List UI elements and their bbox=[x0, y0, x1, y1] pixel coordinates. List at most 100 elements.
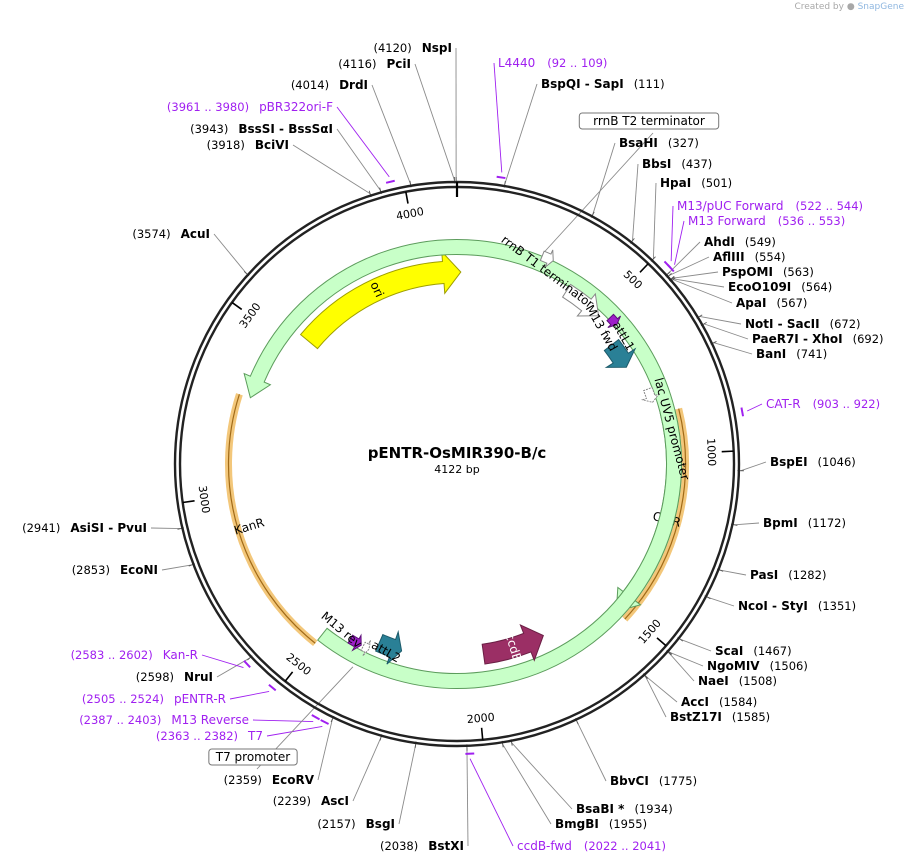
enzyme-name: AcuI bbox=[181, 227, 210, 241]
label-leader bbox=[734, 522, 760, 526]
label-leader bbox=[336, 106, 390, 178]
label-leader bbox=[576, 721, 607, 782]
enzyme-site-afliii[interactable]: AflIII(554) bbox=[713, 250, 786, 264]
primer-range: (2387 .. 2403) bbox=[79, 713, 161, 727]
primer-m13-reverse[interactable]: (2387 .. 2403)M13 Reverse bbox=[79, 713, 249, 727]
enzyme-site-bbvci[interactable]: BbvCI(1775) bbox=[610, 774, 697, 788]
tick-label: 1000 bbox=[704, 438, 718, 467]
enzyme-site-acci[interactable]: AccI(1584) bbox=[681, 695, 757, 709]
label-leader bbox=[680, 638, 712, 652]
enzyme-site-bbsi[interactable]: BbsI(437) bbox=[642, 157, 712, 171]
primer-m13-forward[interactable]: M13 Forward(536 .. 553) bbox=[688, 214, 845, 228]
feature-attl1[interactable] bbox=[603, 338, 637, 368]
enzyme-site-bpmi[interactable]: BpmI(1172) bbox=[763, 516, 846, 530]
enzyme-site-pasi[interactable]: PasI(1282) bbox=[750, 568, 826, 582]
primer-l4440[interactable]: L4440(92 .. 109) bbox=[498, 56, 607, 70]
primer-bind-mark bbox=[243, 660, 251, 668]
feature-rrnb-t1-terminator[interactable] bbox=[561, 283, 600, 317]
enzyme-site-noti-sacii[interactable]: NotI - SacII (672) bbox=[745, 317, 861, 331]
primer-name: Kan-R bbox=[163, 648, 198, 662]
primer-kan-r[interactable]: (2583 .. 2602)Kan-R bbox=[71, 648, 198, 662]
enzyme-site-scai[interactable]: ScaI(1467) bbox=[715, 644, 792, 658]
primer-name: CAT-R bbox=[766, 397, 801, 411]
feature-attl2[interactable] bbox=[375, 629, 403, 665]
enzyme-site-paer7i-xhoi[interactable]: PaeR7I - XhoI(692) bbox=[752, 332, 884, 346]
enzyme-site-asci[interactable]: (2239)AscI bbox=[273, 794, 349, 808]
primer-cat-r[interactable]: CAT-R(903 .. 922) bbox=[766, 397, 880, 411]
primer-pentr-r[interactable]: (2505 .. 2524)pENTR-R bbox=[82, 692, 226, 706]
enzyme-site-ngomiv[interactable]: NgoMIV(1506) bbox=[707, 659, 808, 673]
enzyme-site-asisi-pvui[interactable]: (2941)AsiSI - PvuI bbox=[22, 521, 147, 535]
enzyme-site-econi[interactable]: (2853)EcoNI bbox=[72, 563, 158, 577]
enzyme-site-bsssi-bsss-i[interactable]: (3943)BssSI - BssSαI bbox=[190, 122, 333, 136]
tick-label: 4000 bbox=[395, 205, 425, 223]
enzyme-site-bspei[interactable]: BspEI(1046) bbox=[770, 455, 856, 469]
feature-highlight-core bbox=[624, 408, 687, 620]
label-leader bbox=[504, 83, 538, 185]
primer-range: (2505 .. 2524) bbox=[82, 692, 164, 706]
feature-rrnb-t2-terminator[interactable] bbox=[539, 249, 554, 268]
feature-m13-rev[interactable] bbox=[347, 633, 362, 652]
enzyme-position: (2359) bbox=[224, 773, 262, 787]
feature-ori[interactable] bbox=[299, 250, 462, 350]
enzyme-position: (2598) bbox=[136, 670, 174, 684]
label-leader bbox=[543, 132, 654, 254]
enzyme-site-ahdi[interactable]: AhdI(549) bbox=[704, 235, 776, 249]
map-center: pENTR-OsMIR390-B/c 4122 bp bbox=[368, 444, 547, 476]
enzyme-position: (1351) bbox=[818, 599, 856, 613]
enzyme-name: NcoI - StyI bbox=[738, 599, 808, 613]
label-leader bbox=[699, 315, 742, 325]
enzyme-site-pcii[interactable]: (4116)PciI bbox=[338, 57, 411, 71]
tick-mark bbox=[284, 671, 294, 682]
tick-mark bbox=[404, 191, 409, 204]
feature-m13-fwd[interactable] bbox=[606, 313, 621, 328]
feature-ccdb[interactable] bbox=[481, 624, 544, 665]
enzyme-site-ecoo109i[interactable]: EcoO109I(564) bbox=[728, 280, 832, 294]
enzyme-site-naei[interactable]: NaeI(1508) bbox=[698, 674, 777, 688]
label-leader bbox=[466, 747, 469, 847]
label-leader bbox=[252, 719, 314, 723]
enzyme-site-ncoi-styi[interactable]: NcoI - StyI (1351) bbox=[738, 599, 856, 613]
enzyme-site-nrui[interactable]: (2598)NruI bbox=[136, 670, 213, 684]
boxed-label-t7-promoter[interactable]: T7 promoter bbox=[215, 750, 291, 764]
enzyme-site-bsabi[interactable]: BsaBI *(1934) bbox=[576, 802, 673, 816]
enzyme-site-ecorv[interactable]: (2359)EcoRV bbox=[224, 773, 315, 787]
enzyme-site-hpai[interactable]: HpaI(501) bbox=[660, 176, 732, 190]
boxed-label-rrnb-t2-terminator[interactable]: rrnB T2 terminator bbox=[593, 114, 705, 128]
feature-highlight bbox=[225, 393, 318, 646]
enzyme-site-acui[interactable]: (3574)AcuI bbox=[132, 227, 210, 241]
primer-t7[interactable]: (2363 .. 2382)T7 bbox=[156, 729, 263, 743]
enzyme-position: (1508) bbox=[739, 674, 777, 688]
enzyme-site-bspqi-sapi[interactable]: BspQI - SapI(111) bbox=[541, 77, 665, 91]
enzyme-site-pspomi[interactable]: PspOMI(563) bbox=[722, 265, 814, 279]
enzyme-site-nspi[interactable]: (4120)NspI bbox=[374, 41, 453, 55]
enzyme-name: BsaBI * bbox=[576, 802, 625, 816]
feature-lac-uv5-promoter[interactable] bbox=[640, 386, 661, 403]
enzyme-site-bani[interactable]: BanI(741) bbox=[756, 347, 827, 361]
primer-m13-puc-forward[interactable]: M13/pUC Forward(522 .. 544) bbox=[677, 199, 863, 213]
enzyme-site-bstxi[interactable]: (2038)BstXI bbox=[380, 839, 464, 853]
enzyme-site-bsgi[interactable]: (2157)BsgI bbox=[317, 817, 395, 831]
feature-kanr[interactable] bbox=[243, 239, 682, 689]
label-leader bbox=[652, 182, 657, 259]
enzyme-site-apai[interactable]: ApaI(567) bbox=[736, 296, 807, 310]
site-labels: (4120)NspI (4116)PciI (4014)DrdI (3943)BssS… bbox=[22, 41, 883, 853]
label-leader bbox=[645, 675, 678, 703]
feature-t7-promoter[interactable] bbox=[360, 640, 371, 657]
enzyme-site-bcivi[interactable]: (3918)BciVI bbox=[207, 138, 289, 152]
enzyme-site-drdi[interactable]: (4014)DrdI bbox=[291, 78, 368, 92]
enzyme-site-bmgbi[interactable]: BmgBI(1955) bbox=[555, 817, 647, 831]
enzyme-position: (2157) bbox=[317, 817, 355, 831]
enzyme-position: (4120) bbox=[374, 41, 412, 55]
enzyme-position: (3943) bbox=[190, 122, 228, 136]
label-leader bbox=[669, 256, 710, 276]
enzyme-position: (672) bbox=[830, 317, 861, 331]
tick-mark bbox=[639, 263, 649, 273]
label-leader bbox=[740, 461, 767, 472]
enzyme-name: NotI - SacII bbox=[745, 317, 820, 331]
tick-label: 3000 bbox=[196, 485, 213, 515]
primer-pbr322ori-f[interactable]: (3961 .. 3980)pBR322ori-F bbox=[167, 100, 333, 114]
enzyme-site-bstz17i[interactable]: BstZ17I(1585) bbox=[670, 710, 770, 724]
primer-ccdb-fwd[interactable]: ccdB-fwd(2022 .. 2041) bbox=[517, 839, 666, 853]
enzyme-site-bsahi[interactable]: BsaHI(327) bbox=[619, 136, 699, 150]
